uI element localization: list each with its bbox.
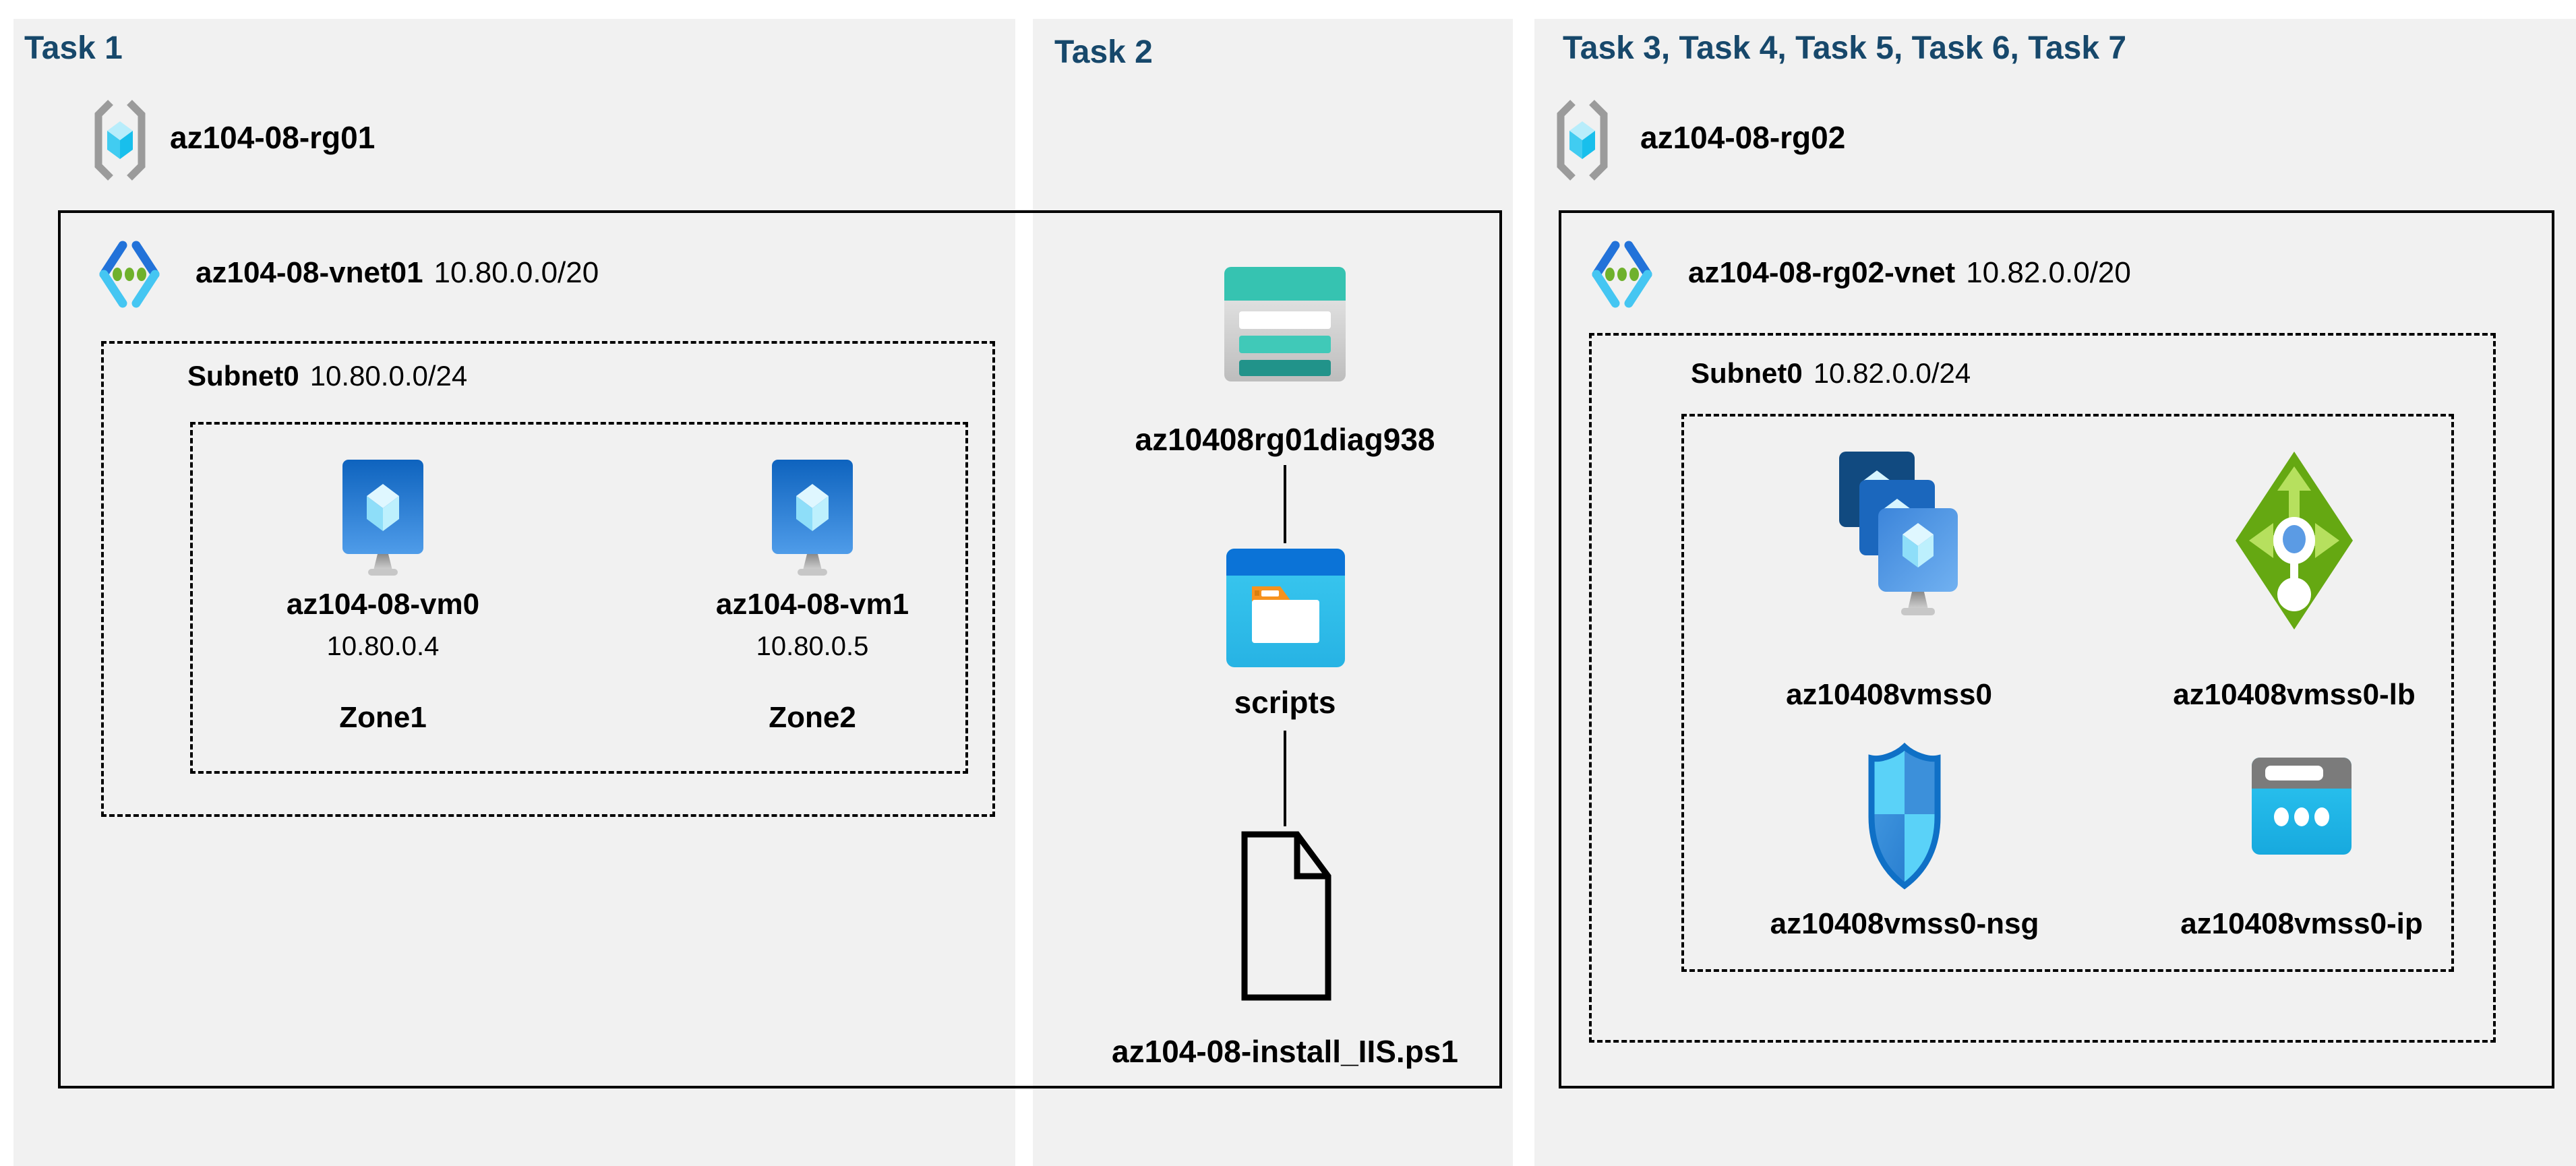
subnet0-left-label: Subnet0 10.80.0.0/24: [187, 360, 467, 392]
virtual-network-icon: [99, 241, 160, 308]
vm1-name-label: az104-08-vm1: [715, 588, 909, 621]
virtual-network-icon: [1592, 241, 1652, 308]
vm0-ip-label: 10.80.0.4: [326, 632, 440, 661]
task2-title: Task 2: [1054, 34, 1153, 70]
vm0-name-label: az104-08-vm0: [286, 588, 480, 621]
vmss-label: az10408vmss0: [1786, 678, 1992, 711]
rg02-label: az104-08-rg02: [1640, 120, 1846, 155]
load-balancer-icon: [2236, 452, 2353, 630]
vm1-zone-label: Zone2: [769, 701, 856, 734]
resource-group-icon: [94, 100, 146, 181]
vm1-ip-label: 10.80.0.5: [756, 632, 869, 661]
vmss-resources-box: [1681, 414, 2454, 972]
vnet01-boundary-box: [58, 210, 1502, 1088]
load-balancer-label: az10408vmss0-lb: [2173, 678, 2416, 711]
subnet0-right-cidr: 10.82.0.0/24: [1813, 357, 1971, 389]
connector-storage-scripts: [1284, 465, 1286, 543]
nsg-shield-icon: [1868, 742, 1941, 890]
public-ip-icon: [2252, 758, 2352, 855]
panel-task3: [1534, 19, 2576, 1166]
rg02-vnet-label: az104-08-rg02-vnet 10.82.0.0/20: [1688, 256, 2131, 290]
rg02-vnet-boundary-box: [1559, 210, 2554, 1088]
vm-icon: [772, 460, 853, 576]
subnet0-right-name: Subnet0: [1691, 357, 1803, 389]
script-file-label: az104-08-install_IIS.ps1: [1112, 1034, 1458, 1069]
subnet0-left-cidr: 10.80.0.0/24: [309, 360, 468, 392]
panel-task1: [13, 19, 1015, 1166]
folder-icon: [1226, 549, 1345, 667]
subnet0-box-right: [1589, 333, 2496, 1043]
task3-title: Task 3, Task 4, Task 5, Task 6, Task 7: [1563, 30, 2127, 66]
nsg-label: az10408vmss0-nsg: [1770, 907, 2039, 940]
vnet01-cidr: 10.80.0.0/20: [433, 256, 599, 289]
vnet01-label: az104-08-vnet01 10.80.0.0/20: [196, 256, 599, 290]
subnet0-right-label: Subnet0 10.82.0.0/24: [1691, 357, 1971, 390]
task1-title: Task 1: [24, 30, 123, 66]
subnet0-box-left: [101, 341, 995, 817]
storage-account-icon: [1224, 267, 1346, 381]
file-icon: [1241, 831, 1331, 1001]
subnet0-left-name: Subnet0: [187, 360, 299, 392]
vm-icon: [342, 460, 423, 576]
rg02-vnet-name: az104-08-rg02-vnet: [1688, 256, 1956, 289]
connector-scripts-file: [1284, 731, 1286, 826]
scripts-container-label: scripts: [1234, 685, 1336, 720]
vnet01-name: az104-08-vnet01: [196, 256, 423, 289]
rg02-vnet-cidr: 10.82.0.0/20: [1966, 256, 2131, 289]
vm0-zone-label: Zone1: [339, 701, 427, 734]
vmss-icon: [1839, 452, 1958, 615]
storage-account-label: az10408rg01diag938: [1135, 422, 1435, 457]
resource-group-icon: [1557, 100, 1608, 181]
rg01-label: az104-08-rg01: [170, 120, 376, 155]
public-ip-label: az10408vmss0-ip: [2180, 907, 2423, 940]
zones-box-left: [190, 422, 968, 774]
